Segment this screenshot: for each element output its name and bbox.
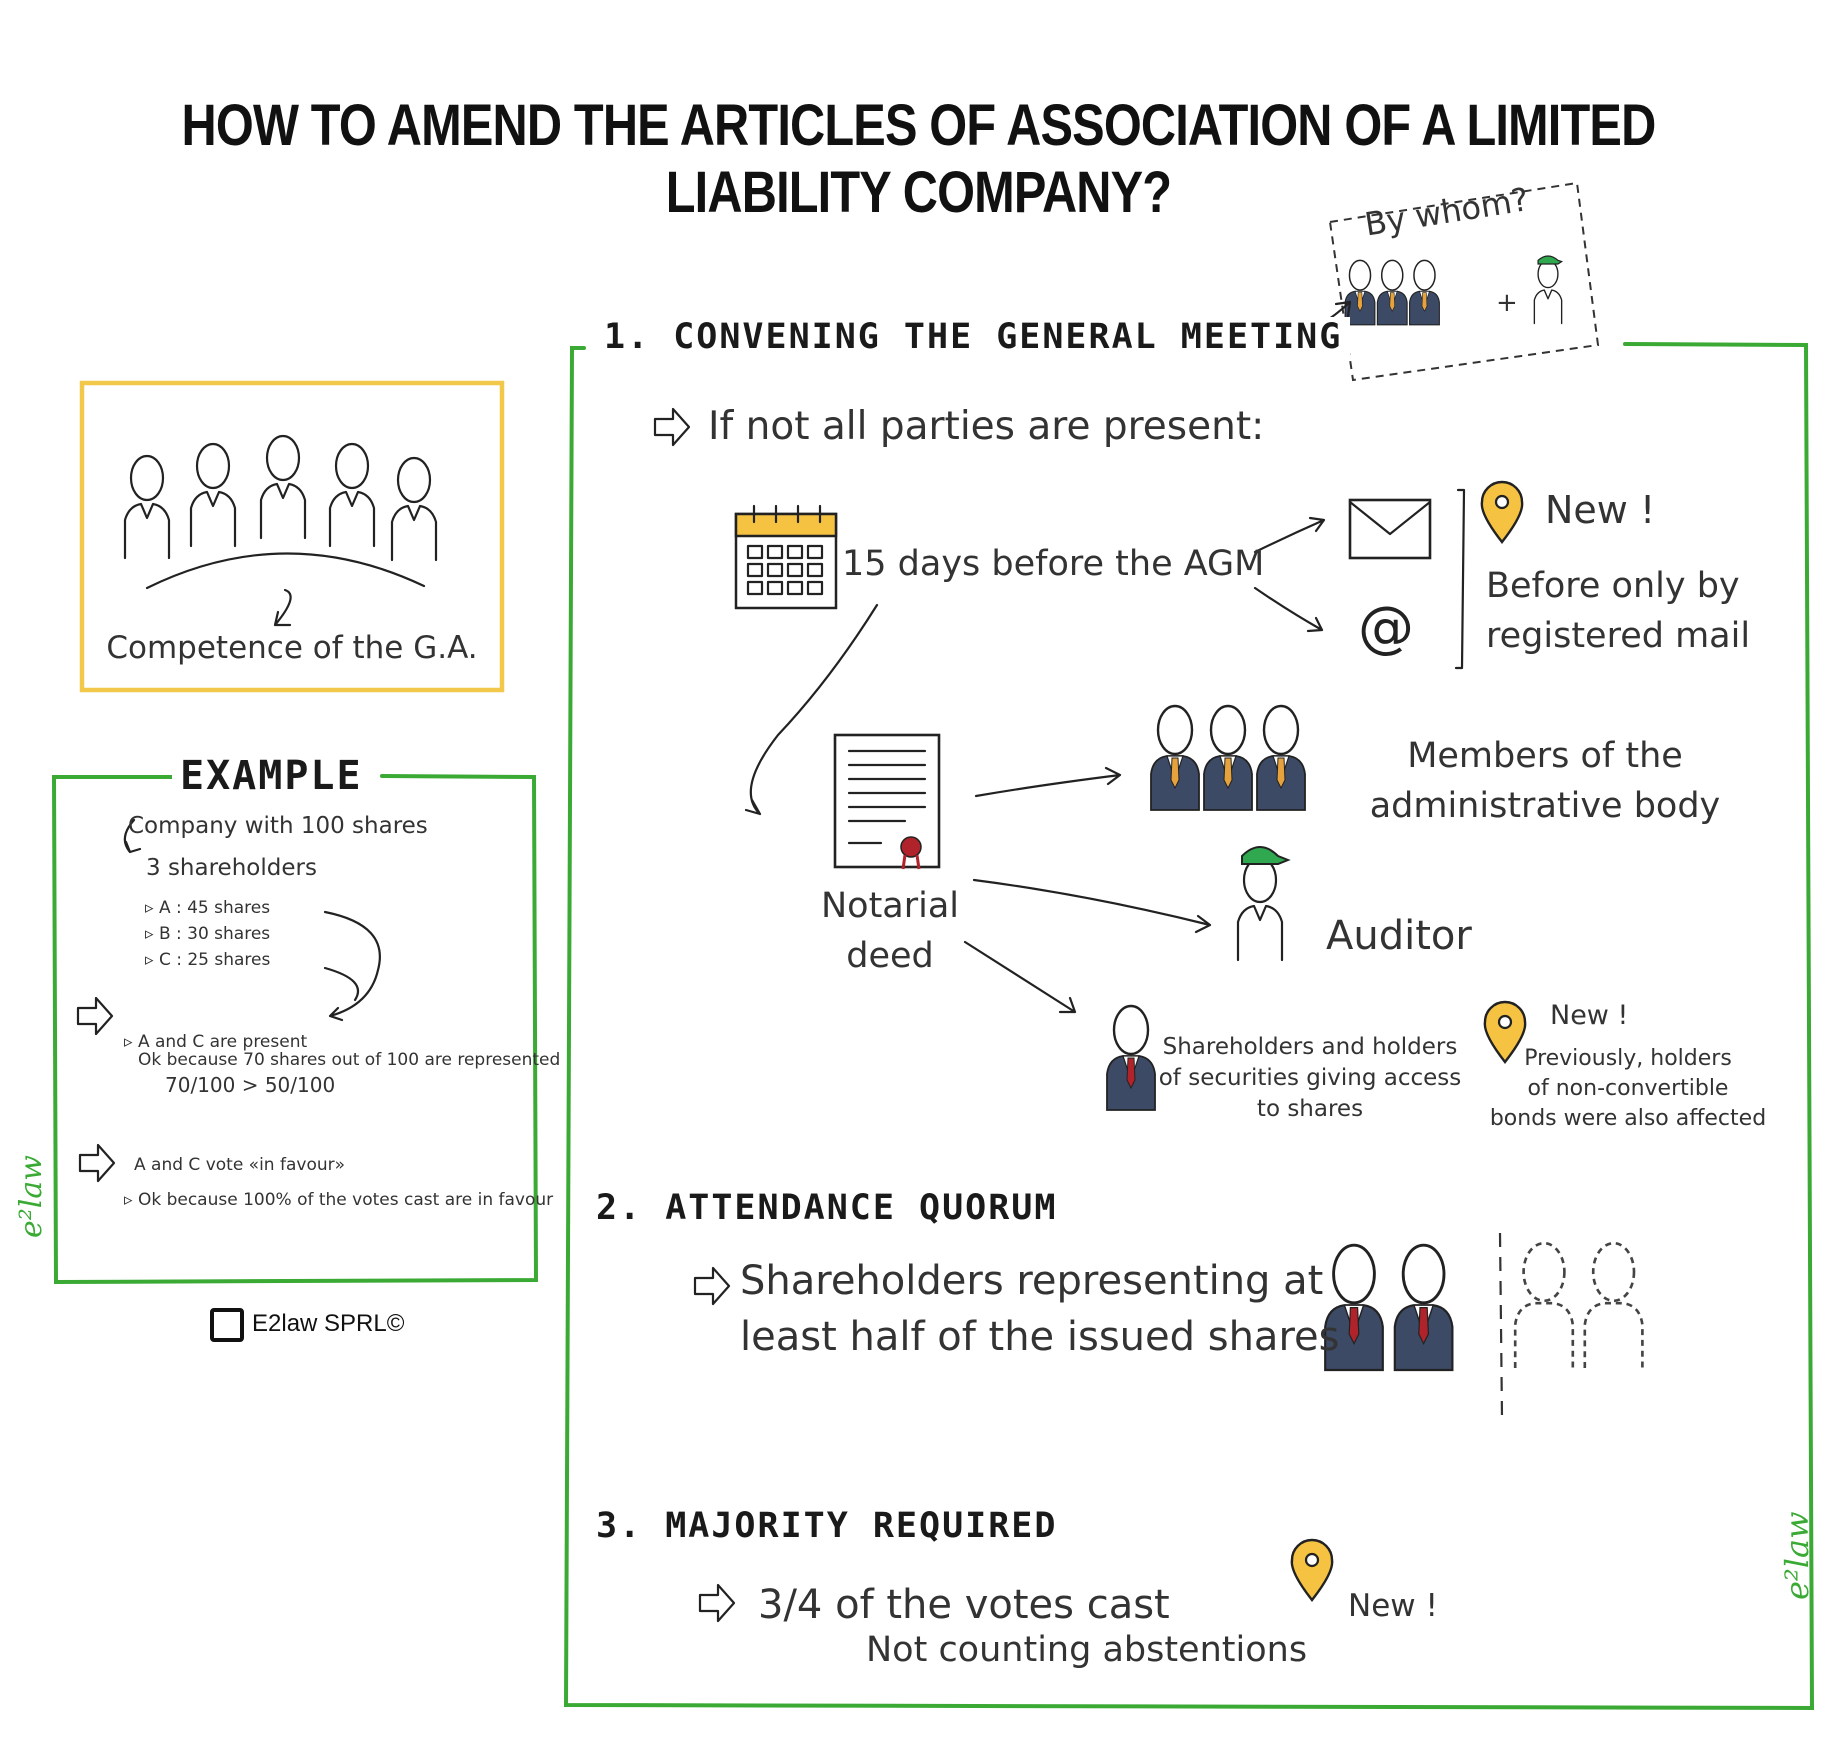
- example-item-a: ▹ A : 45 shares: [145, 898, 271, 918]
- previously-line1: Previously, holders: [1524, 1046, 1732, 1071]
- copyright: E2law SPRL©: [252, 1310, 405, 1337]
- holders-line3: to shares: [1256, 1096, 1364, 1122]
- section1-heading: 1. CONVENING THE GENERAL MEETING: [596, 317, 1351, 357]
- e2law-side-logo: e²law: [14, 1155, 49, 1238]
- new-label: New !: [1545, 488, 1656, 532]
- deed-line2: deed: [846, 936, 934, 976]
- example-ratio: 70/100 > 50/100: [165, 1073, 336, 1097]
- section1-timing: 15 days before the AGM: [842, 544, 1265, 584]
- members-line1: Members of the: [1407, 736, 1683, 776]
- page-title: HOW TO AMEND THE ARTICLES OF ASSOCIATION…: [181, 93, 1657, 225]
- section2-line1: Shareholders representing at: [740, 1258, 1324, 1304]
- example-frame: [51, 774, 539, 1285]
- members-line2: administrative body: [1369, 786, 1721, 826]
- example-presence: ▹ A and C are present: [124, 1032, 308, 1052]
- new-note-line1: Before only by: [1486, 566, 1740, 606]
- example-shareholders: 3 shareholders: [146, 855, 317, 881]
- competence-label: Competence of the G.A.: [106, 630, 478, 666]
- example-vote-ok: ▹ Ok because 100% of the votes cast are …: [124, 1190, 554, 1210]
- new2-label: New !: [1550, 1000, 1629, 1031]
- holders-line2: of securities giving access: [1158, 1065, 1462, 1091]
- plus-sign: +: [1496, 288, 1518, 318]
- at-email-icon: @: [1358, 595, 1414, 660]
- auditor-label: Auditor: [1326, 913, 1472, 959]
- meeting-people-illustration: [123, 434, 438, 627]
- section3-heading: 3. MAJORITY REQUIRED: [588, 1506, 1066, 1546]
- location-pin-icon: [1480, 480, 1524, 544]
- section2-line2: least half of the issued shares: [740, 1314, 1340, 1360]
- deed-line1: Notarial: [820, 886, 960, 926]
- calendar-icon: [734, 504, 838, 610]
- envelope-icon: [1348, 498, 1432, 560]
- e2law-logo-icon: [210, 1308, 244, 1342]
- example-company: Company with 100 shares: [128, 813, 428, 839]
- example-presence-ok: Ok because 70 shares out of 100 are repr…: [138, 1050, 561, 1070]
- new-note-line2: registered mail: [1486, 616, 1751, 656]
- notarial-deed-icon: [833, 733, 941, 870]
- section3-line2: Not counting abstentions: [866, 1630, 1308, 1670]
- e2law-side-logo-main: e²law: [1778, 1511, 1816, 1600]
- section2-heading: 2. ATTENDANCE QUORUM: [588, 1188, 1066, 1228]
- previously-line3: bonds were also affected: [1489, 1106, 1767, 1131]
- section1-condition: If not all parties are present:: [708, 404, 1265, 449]
- example-vote: A and C vote «in favour»: [134, 1155, 346, 1175]
- holders-line1: Shareholders and holders: [1162, 1034, 1458, 1060]
- section3-line1: 3/4 of the votes cast: [758, 1582, 1170, 1628]
- example-item-b: ▹ B : 30 shares: [145, 924, 271, 944]
- example-heading: EXAMPLE: [172, 753, 371, 799]
- previously-line2: of non-convertible: [1527, 1076, 1729, 1101]
- competence-frame: [79, 380, 505, 693]
- example-item-c: ▹ C : 25 shares: [145, 950, 271, 970]
- section3-new-label: New !: [1348, 1588, 1438, 1624]
- main-frame: [563, 342, 1815, 1711]
- arrow-icon: [653, 407, 691, 447]
